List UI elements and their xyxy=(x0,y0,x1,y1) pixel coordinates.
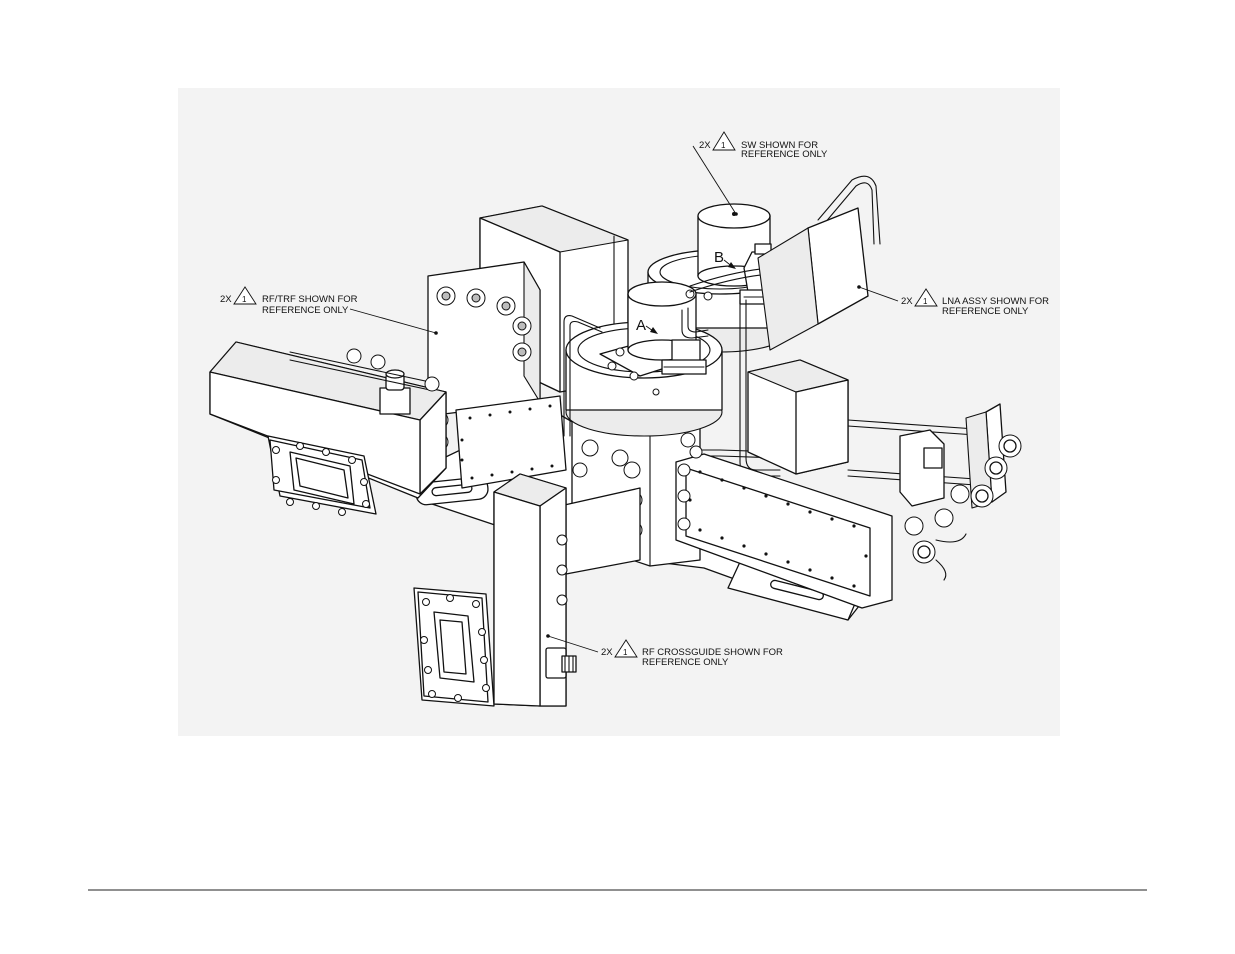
svg-text:REFERENCE ONLY: REFERENCE ONLY xyxy=(262,305,349,316)
svg-text:2X: 2X xyxy=(901,296,913,307)
note-flag-triangle xyxy=(614,639,638,658)
svg-text:A: A xyxy=(636,317,646,334)
note-flag-triangle xyxy=(233,286,257,305)
rear-connectors xyxy=(904,434,1022,581)
svg-text:RF/TRF SHOWN FOR: RF/TRF SHOWN FOR xyxy=(262,294,358,305)
lna-assembly xyxy=(747,207,1007,509)
callout-lna: 2X 1 LNA ASSY SHOWN FOR REFERENCE ONLY xyxy=(857,285,1049,317)
svg-text:REFERENCE ONLY: REFERENCE ONLY xyxy=(942,306,1029,317)
callout-sw: 2X 1 SW SHOWN FOR REFERENCE ONLY xyxy=(692,131,828,216)
svg-text:1: 1 xyxy=(923,297,928,306)
svg-text:LNA ASSY SHOWN FOR: LNA ASSY SHOWN FOR xyxy=(942,296,1049,307)
svg-text:1: 1 xyxy=(242,295,247,304)
svg-text:REFERENCE ONLY: REFERENCE ONLY xyxy=(741,149,828,160)
note-flag-triangle xyxy=(914,288,938,307)
rf-crossguide xyxy=(493,473,641,707)
svg-text:1: 1 xyxy=(623,648,628,657)
front-waveguide xyxy=(209,341,447,499)
svg-text:SW SHOWN FOR: SW SHOWN FOR xyxy=(741,140,818,151)
callout-crossguide: 2X 1 RF CROSSGUIDE SHOWN FOR REFERENCE O… xyxy=(546,634,783,668)
svg-text:2X: 2X xyxy=(601,647,613,658)
svg-text:2X: 2X xyxy=(699,140,711,151)
note-flag-triangle xyxy=(712,131,736,151)
connector-a xyxy=(607,289,713,396)
side-cover-plate-right xyxy=(675,445,893,609)
svg-text:2X: 2X xyxy=(220,294,232,305)
svg-text:REFERENCE ONLY: REFERENCE ONLY xyxy=(642,657,729,668)
left-end-flange xyxy=(267,435,377,516)
sw-canister-a xyxy=(627,281,697,361)
svg-text:RF CROSSGUIDE SHOWN FOR: RF CROSSGUIDE SHOWN FOR xyxy=(642,647,783,658)
center-cover-plate xyxy=(455,395,567,489)
callout-rf-trf: 2X 1 RF/TRF SHOWN FOR REFERENCE ONLY xyxy=(220,286,438,335)
svg-text:1: 1 xyxy=(721,141,726,150)
lower-end-flange xyxy=(413,587,495,707)
view-label-a: A xyxy=(636,317,658,334)
svg-text:B: B xyxy=(714,249,724,266)
view-label-b: B xyxy=(714,249,736,269)
